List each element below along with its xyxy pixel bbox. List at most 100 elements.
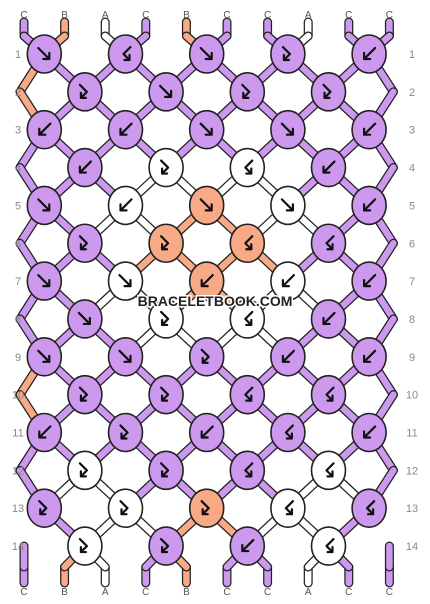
knot-r14-k1-body — [67, 526, 103, 566]
knot-r5-k1-arrow-icon — [37, 198, 51, 212]
knot-r12-k1-arrow-icon — [78, 462, 88, 478]
row-label-left-2: 2 — [15, 87, 21, 99]
knot-r11-k3 — [188, 412, 225, 453]
knot-r5-k1 — [26, 185, 63, 226]
row-label-left-8: 8 — [15, 314, 21, 326]
knot-r10-k3-body — [229, 374, 266, 415]
row-label-right-14: 14 — [406, 541, 418, 553]
knot-r12-k2-body — [148, 450, 184, 491]
knot-r1-k5 — [351, 34, 387, 74]
knot-r3-k5-arrow-icon — [363, 122, 377, 136]
knot-r8-k3-arrow-icon — [244, 310, 254, 327]
knot-r6-k2 — [148, 223, 184, 264]
row-label-left-3: 3 — [15, 125, 21, 137]
row-label-right-7: 7 — [409, 276, 415, 288]
knot-r6-k3-body — [229, 223, 266, 264]
knot-r14-k4-body — [310, 526, 347, 566]
knot-r1-k4-arrow-icon — [281, 45, 291, 62]
knot-r9-k3 — [188, 336, 225, 377]
knot-r5-k4 — [270, 185, 306, 226]
knot-r6-k1-body — [67, 223, 103, 264]
row-label-left-7: 7 — [15, 276, 21, 288]
knot-r9-k3-arrow-icon — [200, 348, 210, 364]
knot-r13-k5-body — [351, 488, 387, 529]
knot-r6-k1-arrow-icon — [78, 235, 88, 251]
row-label-left-12: 12 — [12, 465, 24, 477]
knot-r5-k2-arrow-icon — [119, 198, 133, 212]
row-label-right-12: 12 — [406, 465, 418, 477]
knot-r10-k4-body — [310, 374, 347, 415]
knot-r6-k4 — [310, 223, 347, 264]
row-label-left-5: 5 — [15, 200, 21, 212]
knot-r14-k4 — [310, 526, 347, 566]
knot-r12-k2-arrow-icon — [160, 462, 170, 478]
row-label-right-5: 5 — [409, 200, 415, 212]
knot-r2-k1-body — [67, 72, 103, 112]
knot-r10-k2-body — [148, 374, 184, 415]
knot-r13-k1-body — [26, 488, 63, 529]
knot-r2-k4-body — [310, 72, 347, 112]
knot-r2-k3 — [229, 72, 266, 112]
knot-r8-k2 — [148, 299, 184, 339]
row-label-left-4: 4 — [15, 163, 21, 175]
strand-bottom-label-1: B — [61, 587, 68, 598]
knot-r2-k3-body — [229, 72, 266, 112]
strand-top-label-9: C — [386, 10, 393, 21]
knot-r13-k5-arrow-icon — [366, 500, 376, 516]
knot-r12-k3 — [229, 450, 266, 491]
strand-bottom-label-9: C — [386, 587, 393, 598]
knot-r12-k4 — [310, 450, 347, 491]
row-label-left-1: 1 — [15, 49, 21, 61]
knot-r9-k4-arrow-icon — [281, 349, 295, 363]
knot-r10-k1 — [67, 374, 103, 415]
knot-r3-k2 — [107, 109, 144, 150]
knot-r4-k2-body — [148, 147, 184, 188]
knot-r13-k1 — [26, 488, 63, 529]
knot-r7-k5-arrow-icon — [363, 274, 377, 288]
knot-r7-k3 — [188, 261, 225, 301]
knot-r10-k4-arrow-icon — [325, 386, 335, 402]
knot-r13-k4-body — [270, 488, 306, 529]
knot-r12-k4-arrow-icon — [325, 462, 335, 478]
knot-r6-k3 — [229, 223, 266, 264]
knot-r5-k5-arrow-icon — [363, 198, 377, 212]
knot-r5-k2 — [107, 185, 144, 226]
knot-r1-k2 — [107, 34, 144, 74]
knot-r11-k5-arrow-icon — [363, 425, 377, 439]
knot-r10-k3-arrow-icon — [244, 386, 254, 402]
row-label-right-6: 6 — [409, 238, 415, 250]
knot-r2-k2-arrow-icon — [159, 84, 173, 98]
knot-r11-k4-body — [270, 412, 306, 453]
strand-bottom-label-3: C — [142, 587, 149, 598]
knot-r8-k2-arrow-icon — [160, 310, 170, 327]
knot-r4-k1 — [67, 147, 103, 188]
knot-r7-k2 — [107, 261, 144, 301]
knot-r12-k3-arrow-icon — [244, 462, 254, 478]
knot-r7-k5 — [351, 261, 387, 301]
knot-r5-k3-arrow-icon — [199, 198, 213, 212]
knot-r1-k5-arrow-icon — [363, 46, 377, 61]
strand-top-label-0: C — [20, 10, 27, 21]
knot-r3-k3 — [188, 109, 225, 150]
knot-r7-k2-arrow-icon — [118, 274, 132, 288]
knot-r2-k1-arrow-icon — [78, 83, 88, 99]
knot-r14-k2 — [148, 526, 184, 566]
knot-r13-k3 — [188, 488, 225, 529]
knot-r1-k1-arrow-icon — [37, 46, 51, 61]
knot-r1-k3-arrow-icon — [199, 46, 213, 61]
knot-r12-k3-body — [229, 450, 266, 491]
knot-r3-k2-arrow-icon — [119, 122, 133, 136]
knot-r9-k2 — [107, 336, 144, 377]
knots-layer — [26, 34, 387, 566]
knot-r7-k1 — [26, 261, 63, 301]
knot-r6-k4-arrow-icon — [325, 235, 335, 251]
strand-top-label-7: A — [305, 10, 312, 21]
knot-r6-k2-arrow-icon — [160, 235, 170, 251]
strand-bottom-label-0: C — [20, 587, 27, 598]
knot-r9-k3-body — [188, 336, 225, 377]
knot-r8-k4 — [310, 299, 347, 339]
knot-r9-k1-arrow-icon — [37, 349, 51, 363]
strand-bottom-label-8: C — [345, 587, 352, 598]
knot-r8-k2-body — [148, 299, 184, 339]
